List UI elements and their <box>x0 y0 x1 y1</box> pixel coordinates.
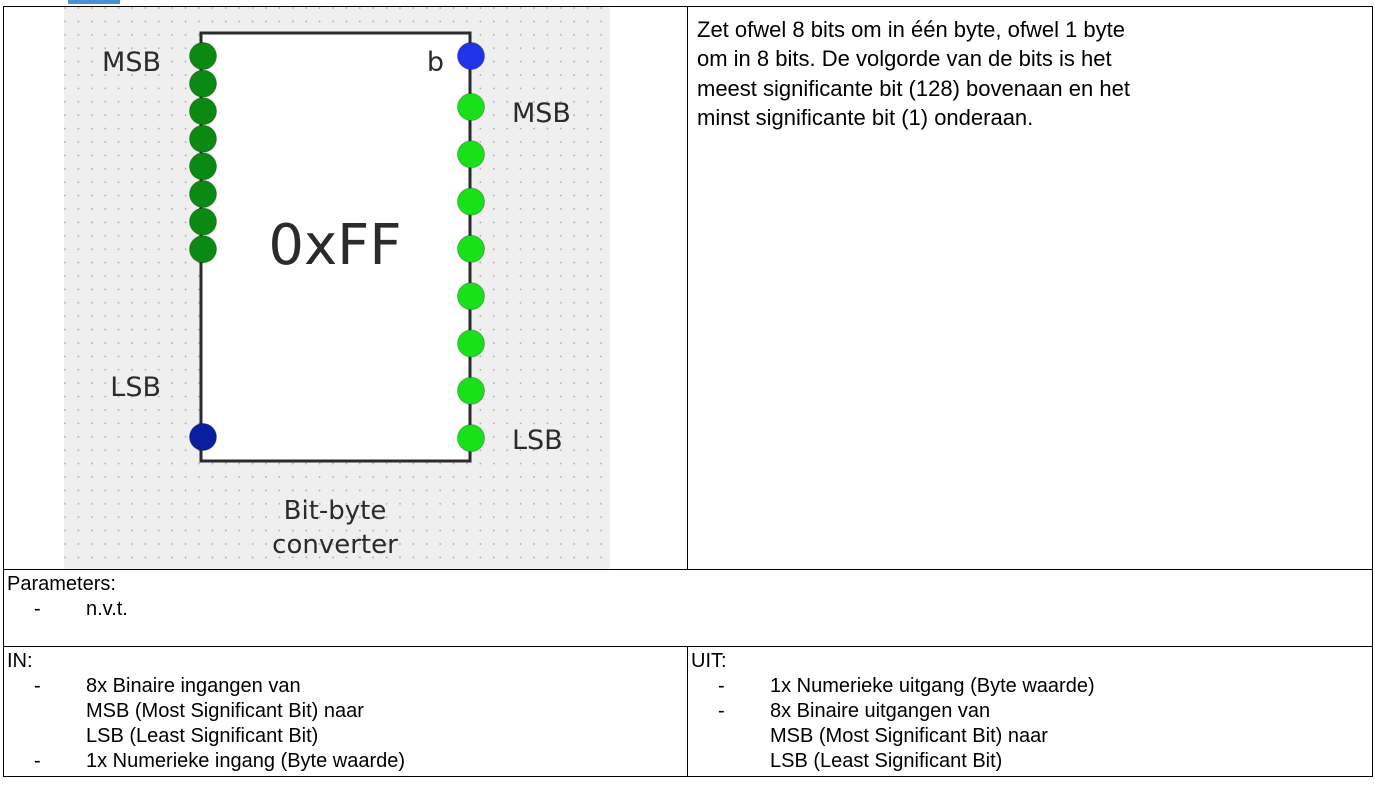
output-item-line: MSB (Most Significant Bit) naar <box>770 725 1048 747</box>
parameter-item: n.v.t. <box>34 597 1369 622</box>
bit-input-pin <box>189 207 217 236</box>
component-name-line1: Bit-byte <box>284 496 387 526</box>
bit-output-pin <box>457 424 485 453</box>
outputs-list: 1x Numerieke uitgang (Byte waarde) 8x Bi… <box>691 674 1369 774</box>
component-name-line2: converter <box>272 530 398 560</box>
bit-output-pin <box>457 329 485 358</box>
input-item-line: LSB (Least Significant Bit) <box>86 725 319 747</box>
bit-output-pin <box>457 140 485 169</box>
heading-accent <box>68 0 120 4</box>
output-item-line: 8x Binaire uitgangen van <box>770 700 991 722</box>
inputs-cell: IN: 8x Binaire ingangen van MSB (Most Si… <box>3 646 688 777</box>
bit-input-pin <box>189 235 217 264</box>
bit-output-pin <box>457 93 485 121</box>
bit-output-pin <box>457 187 485 216</box>
input-item-line: MSB (Most Significant Bit) naar <box>86 700 364 722</box>
diagram-cell: 0xFF MSB LSB b MSB LSB Bit-byte converte… <box>3 6 688 570</box>
diagram-wrap: 0xFF MSB LSB b MSB LSB Bit-byte converte… <box>4 7 686 569</box>
output-lsb-label: LSB <box>512 425 563 456</box>
bit-input-pin <box>189 152 217 181</box>
parameters-heading: Parameters: <box>7 573 116 595</box>
top-strip <box>0 0 1375 6</box>
description-text: Zet ofwel 8 bits om in één byte, ofwel 1… <box>697 17 1130 130</box>
input-pins <box>189 42 217 451</box>
output-msb-label: MSB <box>512 98 571 129</box>
output-item: 8x Binaire uitgangen van MSB (Most Signi… <box>718 699 1369 774</box>
bit-input-pin <box>189 69 217 98</box>
byte-output-pin <box>457 42 485 70</box>
output-pins <box>457 42 485 453</box>
outputs-cell: UIT: 1x Numerieke uitgang (Byte waarde) … <box>687 646 1373 777</box>
bit-input-pin <box>189 124 217 153</box>
bit-input-pin <box>189 42 217 70</box>
bit-input-pin <box>189 180 217 208</box>
input-msb-label: MSB <box>102 47 161 78</box>
bit-byte-converter-diagram: 0xFF MSB LSB b MSB LSB Bit-byte converte… <box>64 7 610 569</box>
bit-input-pin <box>189 97 217 126</box>
bit-output-pin <box>457 376 485 405</box>
input-lsb-label: LSB <box>110 372 161 403</box>
input-item: 1x Numerieke ingang (Byte waarde) <box>34 749 684 774</box>
inputs-list: 8x Binaire ingangen van MSB (Most Signif… <box>7 674 684 774</box>
bit-output-pin <box>457 282 485 311</box>
bit-output-pin <box>457 234 485 263</box>
parameters-list: n.v.t. <box>7 597 1369 622</box>
byte-input-pin <box>189 423 217 451</box>
input-item: 8x Binaire ingangen van MSB (Most Signif… <box>34 674 684 749</box>
input-item-line: 1x Numerieke ingang (Byte waarde) <box>86 750 406 772</box>
output-item: 1x Numerieke uitgang (Byte waarde) <box>718 674 1369 699</box>
parameters-cell: Parameters: n.v.t. <box>3 569 1373 647</box>
output-byte-label: b <box>427 47 444 78</box>
description-cell: Zet ofwel 8 bits om in één byte, ofwel 1… <box>687 6 1373 570</box>
output-item-line: 1x Numerieke uitgang (Byte waarde) <box>770 675 1095 697</box>
inputs-heading: IN: <box>7 650 33 672</box>
display-value: 0xFF <box>268 213 401 278</box>
input-item-line: 8x Binaire ingangen van <box>86 675 301 697</box>
output-item-line: LSB (Least Significant Bit) <box>770 750 1003 772</box>
outputs-heading: UIT: <box>691 650 727 672</box>
component-table: 0xFF MSB LSB b MSB LSB Bit-byte converte… <box>3 6 1373 777</box>
